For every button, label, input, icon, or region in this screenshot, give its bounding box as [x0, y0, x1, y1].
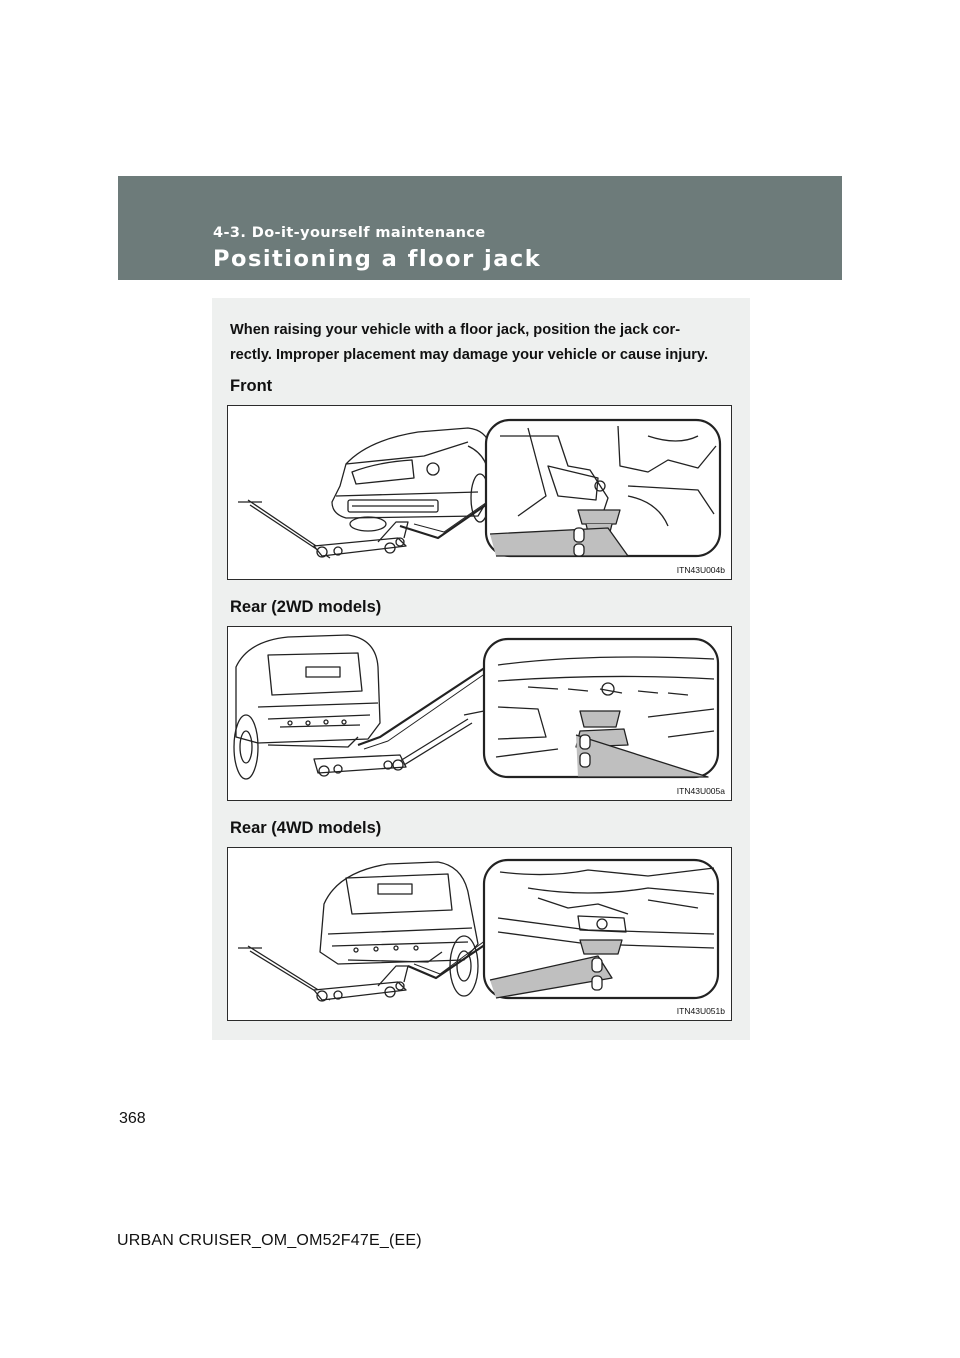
page-number: 368 [119, 1110, 146, 1127]
figure-code-rear-4wd: ITN43U051b [676, 1006, 725, 1016]
rear-4wd-jack-figure: ITN43U051b [227, 847, 732, 1021]
rear-4wd-jack-illustration [238, 858, 720, 1002]
front-heading: Front [230, 377, 273, 395]
figure-code-front: ITN43U004b [676, 565, 725, 575]
intro-line-2: rectly. Improper placement may damage yo… [230, 347, 708, 363]
page-title: Positioning a floor jack [213, 246, 542, 272]
rear-2wd-jack-figure: ITN43U005a [227, 626, 732, 801]
front-jack-figure: ITN43U004b [227, 405, 732, 580]
header-band: 4-3. Do-it-yourself maintenance Position… [118, 176, 842, 280]
rear-2wd-heading: Rear (2WD models) [230, 598, 382, 616]
document-id: URBAN CRUISER_OM_OM52F47E_(EE) [117, 1232, 422, 1249]
section-label: 4-3. Do-it-yourself maintenance [213, 225, 486, 241]
figure-code-rear-2wd: ITN43U005a [676, 786, 725, 796]
front-jack-illustration [238, 418, 722, 559]
intro-line-1: When raising your vehicle with a floor j… [230, 322, 681, 338]
rear-2wd-jack-illustration [233, 634, 720, 780]
intro-paragraph: When raising your vehicle with a floor j… [230, 318, 734, 368]
rear-4wd-heading: Rear (4WD models) [230, 819, 382, 837]
